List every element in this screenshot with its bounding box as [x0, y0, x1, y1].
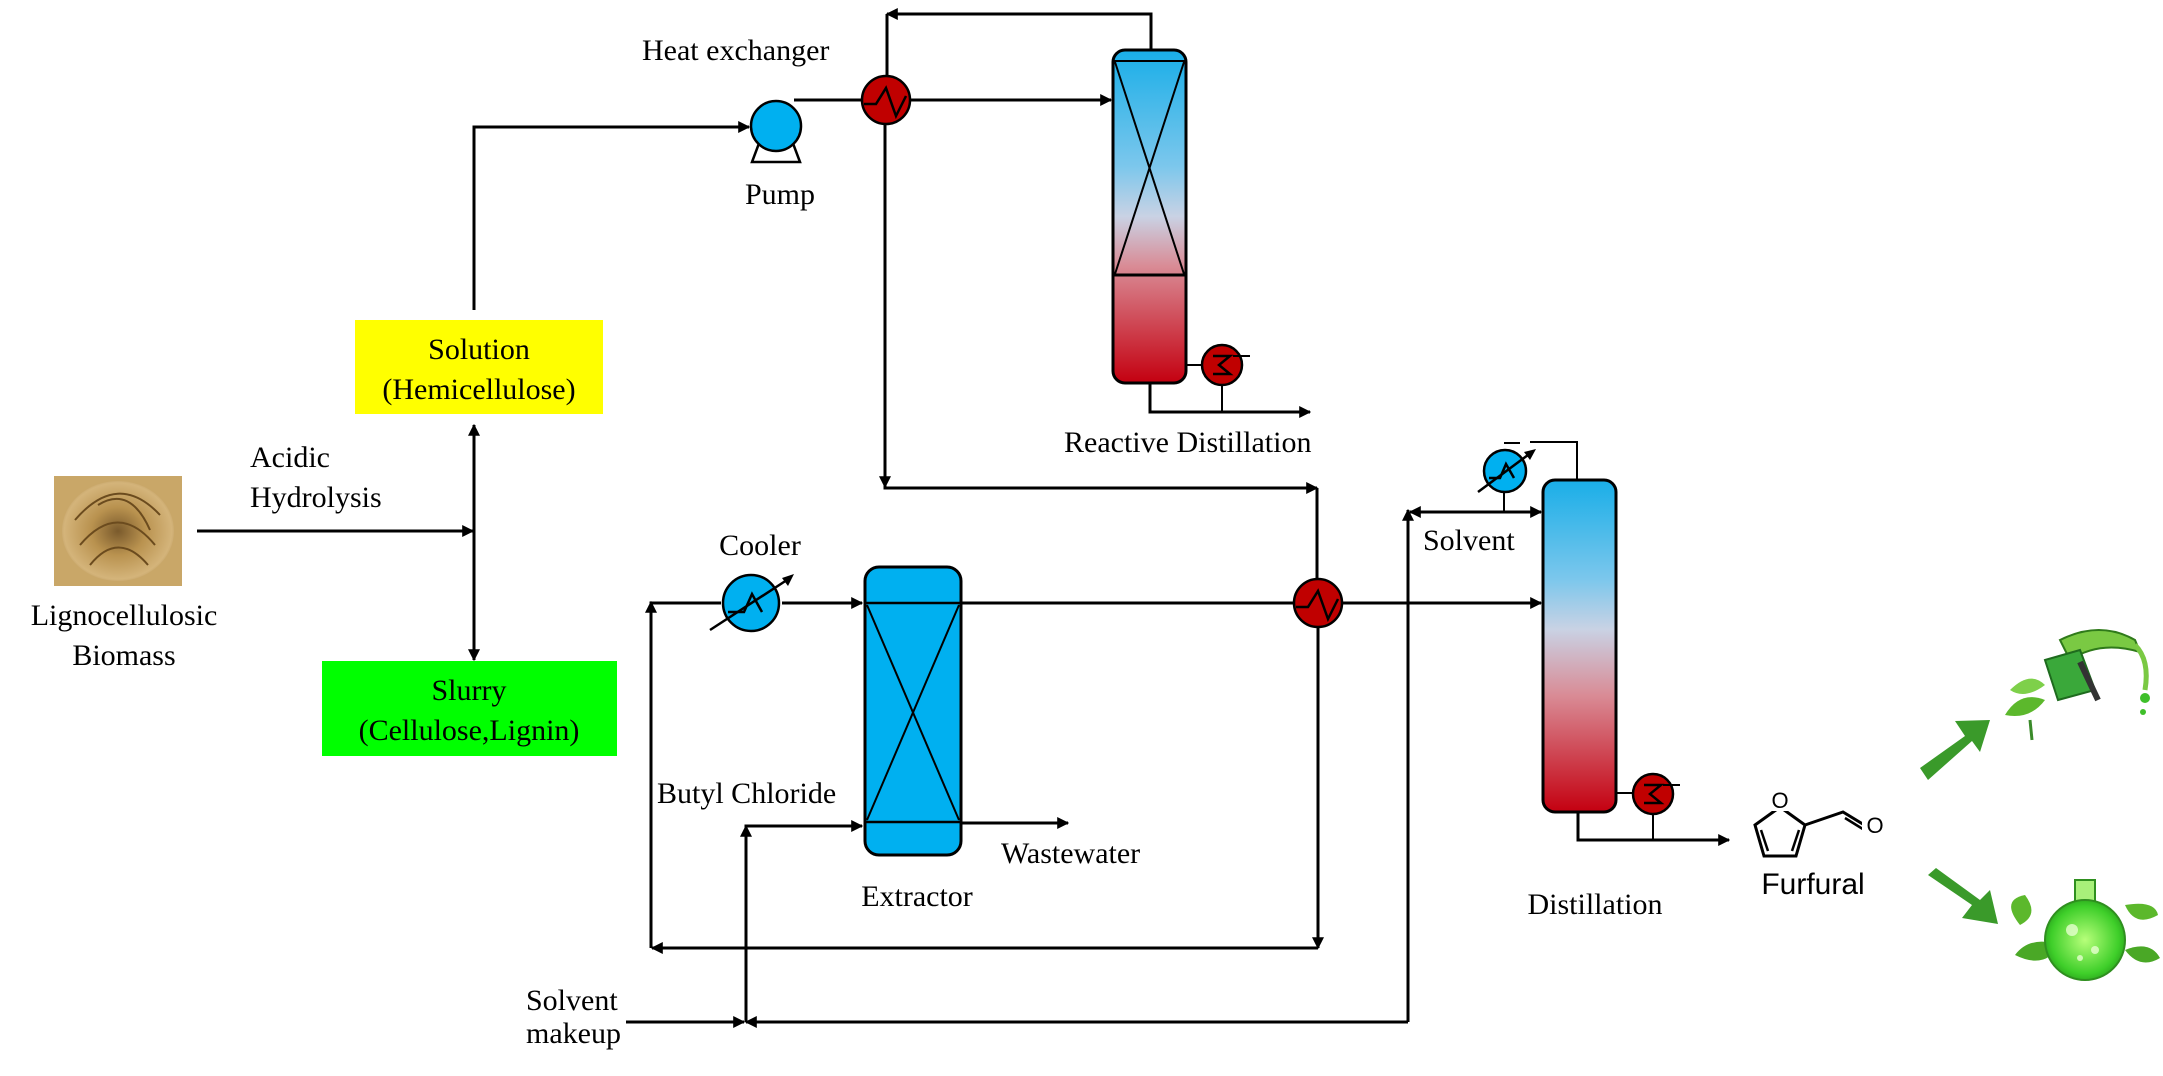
recycle-to-cooler: [649, 601, 721, 948]
biomass-image: [54, 476, 182, 586]
distillation-column: [1541, 478, 1618, 814]
butyl-chloride-feed: [744, 820, 864, 1022]
solvent-makeup-label-2: makeup: [526, 1017, 621, 1050]
reactive-bottoms: [1148, 383, 1312, 418]
solution-label-1: Solution: [428, 333, 530, 366]
heat-exchanger-icon: [860, 74, 912, 126]
solution-label-2: (Hemicellulose): [382, 373, 575, 406]
condenser-icon: [1477, 448, 1536, 494]
arrow-to-fuel-icon: [1920, 720, 1990, 780]
stream-to-pump: [472, 121, 751, 310]
butyl-chloride-label: Butyl Chloride: [657, 777, 836, 810]
biomass-label-2: Biomass: [72, 639, 175, 672]
distillation-reboiler-icon: [1631, 772, 1680, 816]
arrow-to-chemicals-icon: [1928, 868, 1998, 924]
furfural-structure-icon: O O: [1753, 788, 1886, 858]
heat-exchanger-label: Heat exchanger: [642, 34, 829, 67]
distillation-bottoms: [1576, 812, 1731, 846]
hydrolysis-label-1: Acidic: [250, 441, 330, 474]
reactive-overhead: [885, 7, 1153, 50]
pump-icon: [749, 99, 803, 164]
heat-exchanger-2-icon: [1292, 577, 1344, 629]
solvent-label: Solvent: [1423, 524, 1515, 557]
hydrolysis-label-2: Hydrolysis: [250, 481, 382, 514]
solution-box: [355, 320, 603, 414]
reactive-distillation-column: [1111, 48, 1188, 385]
slurry-label-1: Slurry: [432, 674, 507, 707]
cooler-label: Cooler: [719, 529, 801, 562]
extractor-label: Extractor: [861, 880, 973, 913]
reactive-reboiler-icon: [1200, 343, 1250, 387]
distillation-label: Distillation: [1528, 888, 1663, 921]
extractor-column: [863, 565, 963, 857]
furfural-ring-o: O: [1771, 788, 1788, 813]
solvent-makeup-label-1: Solvent: [526, 984, 618, 1017]
hay-bale-icon: [62, 481, 174, 581]
pump-label: Pump: [745, 178, 815, 211]
slurry-label-2: (Cellulose,Lignin): [359, 714, 580, 747]
slurry-box: [322, 661, 617, 756]
reactive-distillation-label: Reactive Distillation: [1064, 426, 1311, 459]
biomass-label-1: Lignocellulosic: [31, 599, 218, 632]
stream-lines: [197, 7, 1731, 1028]
green-flask-with-leaves-icon: [2011, 879, 2160, 981]
hay-texture: [74, 492, 161, 566]
furfural-aldehyde-o: O: [1866, 813, 1883, 838]
cooler-icon: [709, 573, 794, 633]
condenser-overhead: [1530, 441, 1578, 480]
fuel-nozzle-with-leaves-icon: [2005, 629, 2150, 741]
furfural-label: Furfural: [1761, 868, 1864, 901]
wastewater-label: Wastewater: [1001, 837, 1140, 870]
